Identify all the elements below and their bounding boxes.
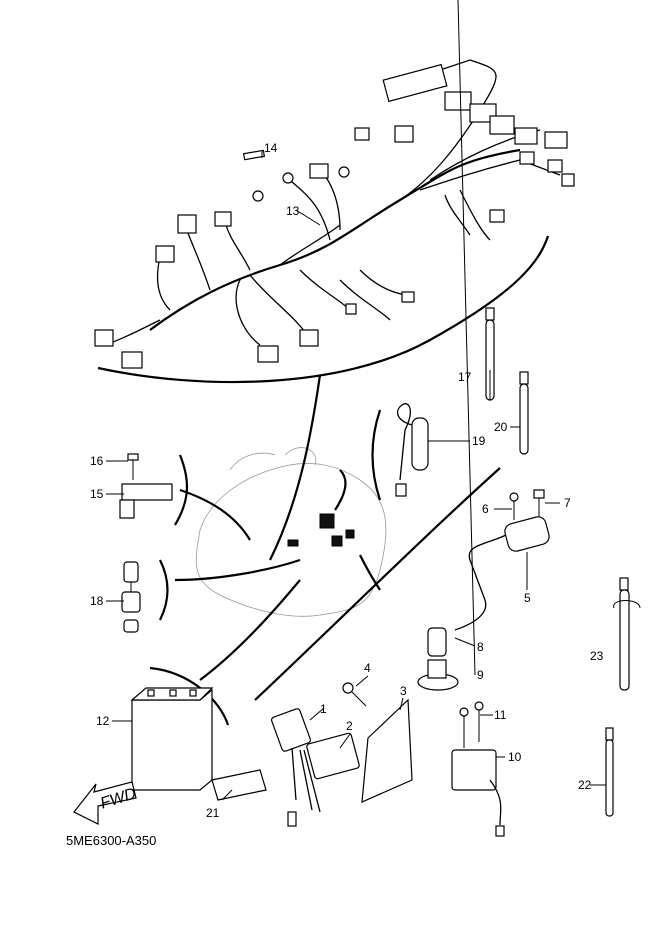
callout-6: 6 — [482, 502, 489, 516]
diagram-code: 5ME6300-A350 — [66, 833, 156, 848]
bracket-arc-19 — [371, 409, 382, 501]
battery-12 — [130, 687, 214, 791]
igniter-1 — [270, 708, 321, 827]
callout-4: 4 — [364, 661, 371, 675]
cover-2 — [306, 732, 360, 780]
wire-harness — [94, 59, 575, 369]
callout-12: 12 — [96, 714, 110, 728]
callout-21: 21 — [206, 806, 220, 820]
pad-21 — [211, 769, 267, 801]
callout-16: 16 — [90, 454, 104, 468]
callout-23: 23 — [590, 649, 604, 663]
cable-tie-20 — [519, 371, 529, 455]
cable-tie-23 — [613, 577, 641, 691]
motorcycle-silhouette — [195, 447, 387, 617]
fuse-holder-18 — [121, 561, 141, 633]
leader-lines — [106, 0, 606, 801]
ignition-coil-5 — [454, 516, 550, 631]
sensor-19 — [395, 403, 429, 497]
callout-20: 20 — [494, 420, 508, 434]
divider-arc — [97, 235, 550, 384]
callout-8: 8 — [477, 640, 484, 654]
callout-1: 1 — [320, 702, 327, 716]
bolt-6 — [509, 492, 519, 520]
bolt-11a — [459, 707, 469, 748]
callout-5: 5 — [524, 591, 531, 605]
cap-9 — [417, 659, 459, 691]
callout-18: 18 — [90, 594, 104, 608]
locator-arrows — [174, 374, 381, 681]
cable-tie-22 — [605, 727, 614, 817]
callout-17: 17 — [458, 370, 472, 384]
bolt-16 — [127, 453, 139, 480]
callout-19: 19 — [472, 434, 486, 448]
callout-13: 13 — [286, 204, 300, 218]
bracket-arc-18 — [159, 559, 169, 621]
callout-22: 22 — [578, 778, 592, 792]
spark-plug-cap-8 — [427, 627, 447, 657]
bracket-arc-15 — [174, 454, 189, 526]
callout-7: 7 — [564, 496, 571, 510]
screw-4 — [342, 682, 367, 707]
bracket-15 — [119, 483, 173, 519]
divider-line-lower — [254, 467, 501, 701]
callout-9: 9 — [477, 668, 484, 682]
callout-2: 2 — [346, 719, 353, 733]
relay-10 — [451, 749, 505, 837]
callout-11: 11 — [494, 708, 507, 722]
bolt-11b — [474, 701, 484, 742]
bolt-7 — [533, 489, 545, 520]
forward-arrow: FWD — [73, 781, 139, 825]
callout-10: 10 — [508, 750, 522, 764]
callout-14: 14 — [264, 141, 278, 155]
bracket-3 — [361, 698, 413, 803]
callout-3: 3 — [400, 684, 407, 698]
callout-15: 15 — [90, 487, 104, 501]
